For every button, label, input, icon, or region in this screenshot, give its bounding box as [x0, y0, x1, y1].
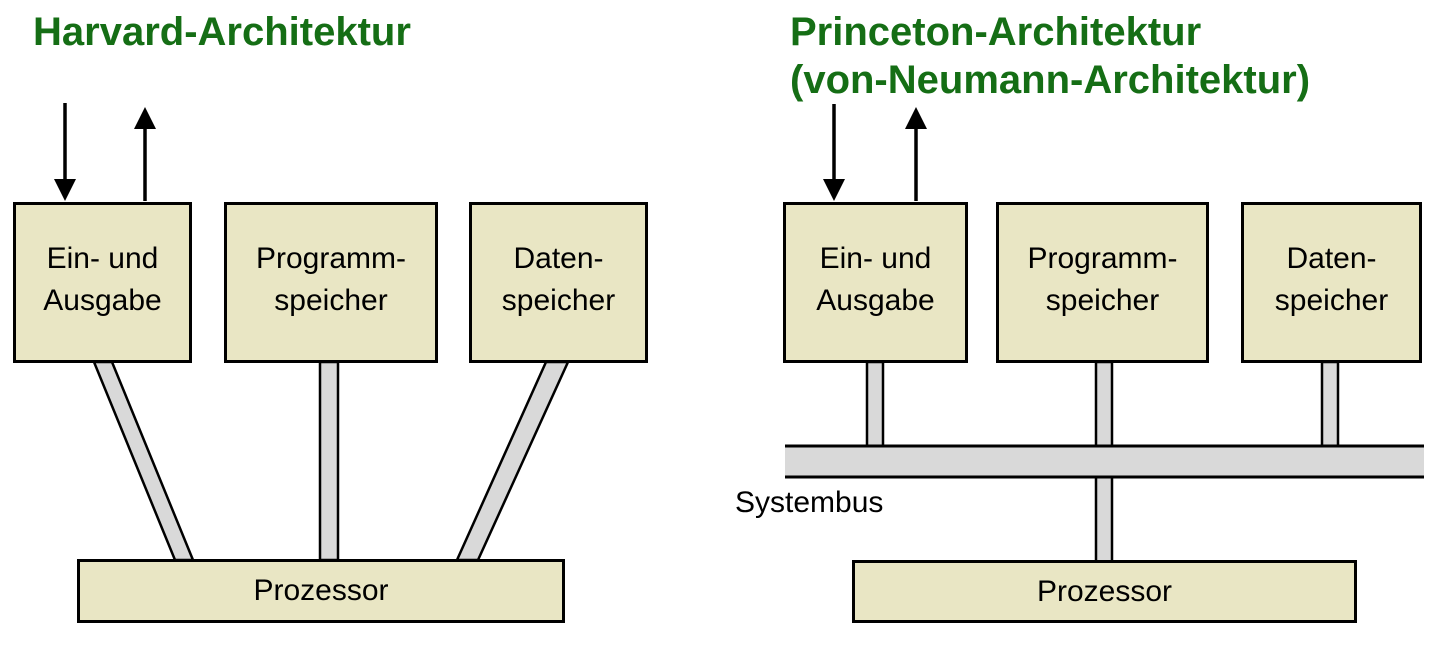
io-to-processor-connector: [92, 360, 195, 562]
princeton-title-line1: Princeton-Architektur: [790, 10, 1202, 54]
princeton-title: Princeton-Architektur (von-Neumann-Archi…: [790, 8, 1310, 104]
processor-label: Prozessor: [253, 574, 389, 607]
data-memory-to-processor-connector: [455, 360, 570, 562]
program-memory-to-bus-connector: [1094, 360, 1114, 449]
system-bus-bar: [785, 446, 1424, 477]
output-arrow-head: [134, 107, 156, 129]
processor-label: Prozessor: [1036, 574, 1173, 608]
bus-to-processor-connector: [1094, 474, 1114, 564]
harvard-connectors: [92, 360, 570, 562]
io-to-bus-connector: [865, 360, 885, 449]
box-label-line: Ausgabe: [816, 283, 935, 317]
systembus-label: Systembus: [735, 486, 884, 519]
box-label-line: Programm-: [255, 241, 406, 275]
harvard-title: Harvard-Architektur: [33, 10, 411, 54]
princeton-box-data-memory: Daten- speicher: [1241, 202, 1422, 363]
box-label-line: speicher: [1045, 283, 1160, 317]
box-label-line: Ein- und: [46, 241, 159, 275]
box-label-line: Ein- und: [819, 241, 932, 275]
input-arrow-head: [54, 179, 76, 201]
data-memory-to-bus-connector: [1320, 360, 1340, 449]
box-label-line: speicher: [501, 283, 616, 317]
princeton-processor-box: Prozessor: [852, 560, 1357, 623]
box-label-line: Programm-: [1027, 241, 1178, 275]
box-label-line: speicher: [1274, 283, 1389, 317]
harvard-processor-box: Prozessor: [77, 559, 565, 623]
harvard-box-data-memory: Daten- speicher: [469, 202, 648, 363]
input-arrow-head: [823, 179, 845, 201]
princeton-title-line2: (von-Neumann-Architektur): [790, 58, 1311, 102]
output-arrow-head: [905, 107, 927, 129]
box-label-line: speicher: [274, 283, 388, 317]
harvard-box-program-memory: Programm- speicher: [224, 202, 438, 363]
princeton-io-arrows: [823, 104, 927, 201]
box-label-line: Daten-: [513, 241, 604, 275]
program-memory-to-processor-connector: [318, 360, 340, 562]
harvard-box-io: Ein- und Ausgabe: [13, 202, 192, 363]
box-label-line: Ausgabe: [43, 283, 162, 317]
box-label-line: Daten-: [1286, 241, 1377, 275]
princeton-connectors: [785, 360, 1424, 564]
princeton-box-program-memory: Programm- speicher: [996, 202, 1209, 363]
princeton-box-io: Ein- und Ausgabe: [783, 202, 968, 363]
harvard-io-arrows: [54, 103, 156, 201]
